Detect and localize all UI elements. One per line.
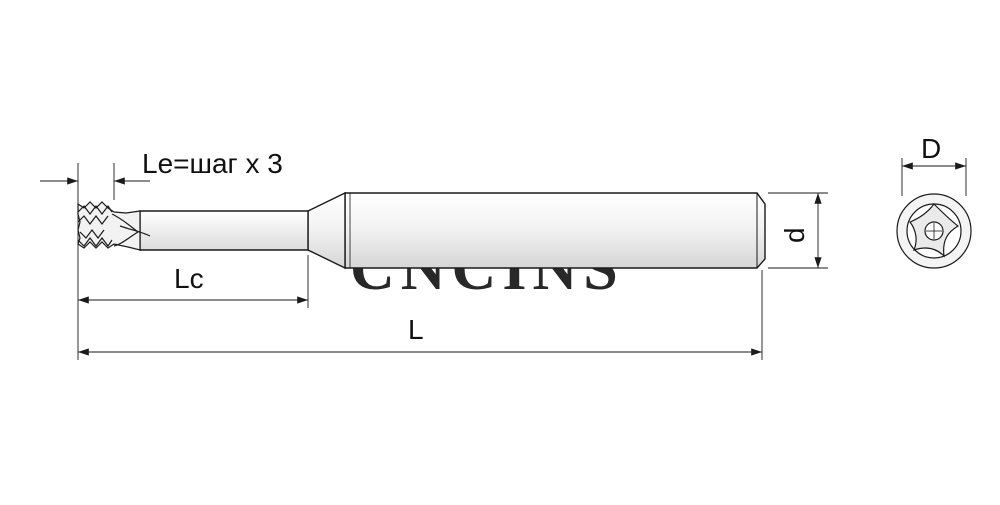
label-lc: Lc bbox=[174, 263, 204, 294]
tool-body bbox=[139, 191, 766, 270]
thread-head bbox=[77, 201, 151, 251]
label-l: L bbox=[408, 314, 424, 345]
shank-cone bbox=[307, 191, 346, 270]
dimension-labels: Le=шаг х 3 Lc L d D bbox=[142, 133, 941, 345]
dimension-arrows bbox=[40, 162, 966, 356]
end-view bbox=[896, 193, 972, 269]
extension-lines bbox=[77, 158, 967, 360]
flute-curve-2 bbox=[119, 225, 151, 237]
label-le: Le=шаг х 3 bbox=[142, 148, 283, 179]
label-D: D bbox=[921, 133, 941, 164]
thread-teeth-top bbox=[77, 204, 113, 225]
shank bbox=[344, 192, 766, 269]
thread-teeth-bottom bbox=[77, 229, 113, 248]
neck bbox=[139, 210, 309, 251]
thread-profile bbox=[77, 201, 141, 251]
label-d: d bbox=[779, 227, 810, 243]
